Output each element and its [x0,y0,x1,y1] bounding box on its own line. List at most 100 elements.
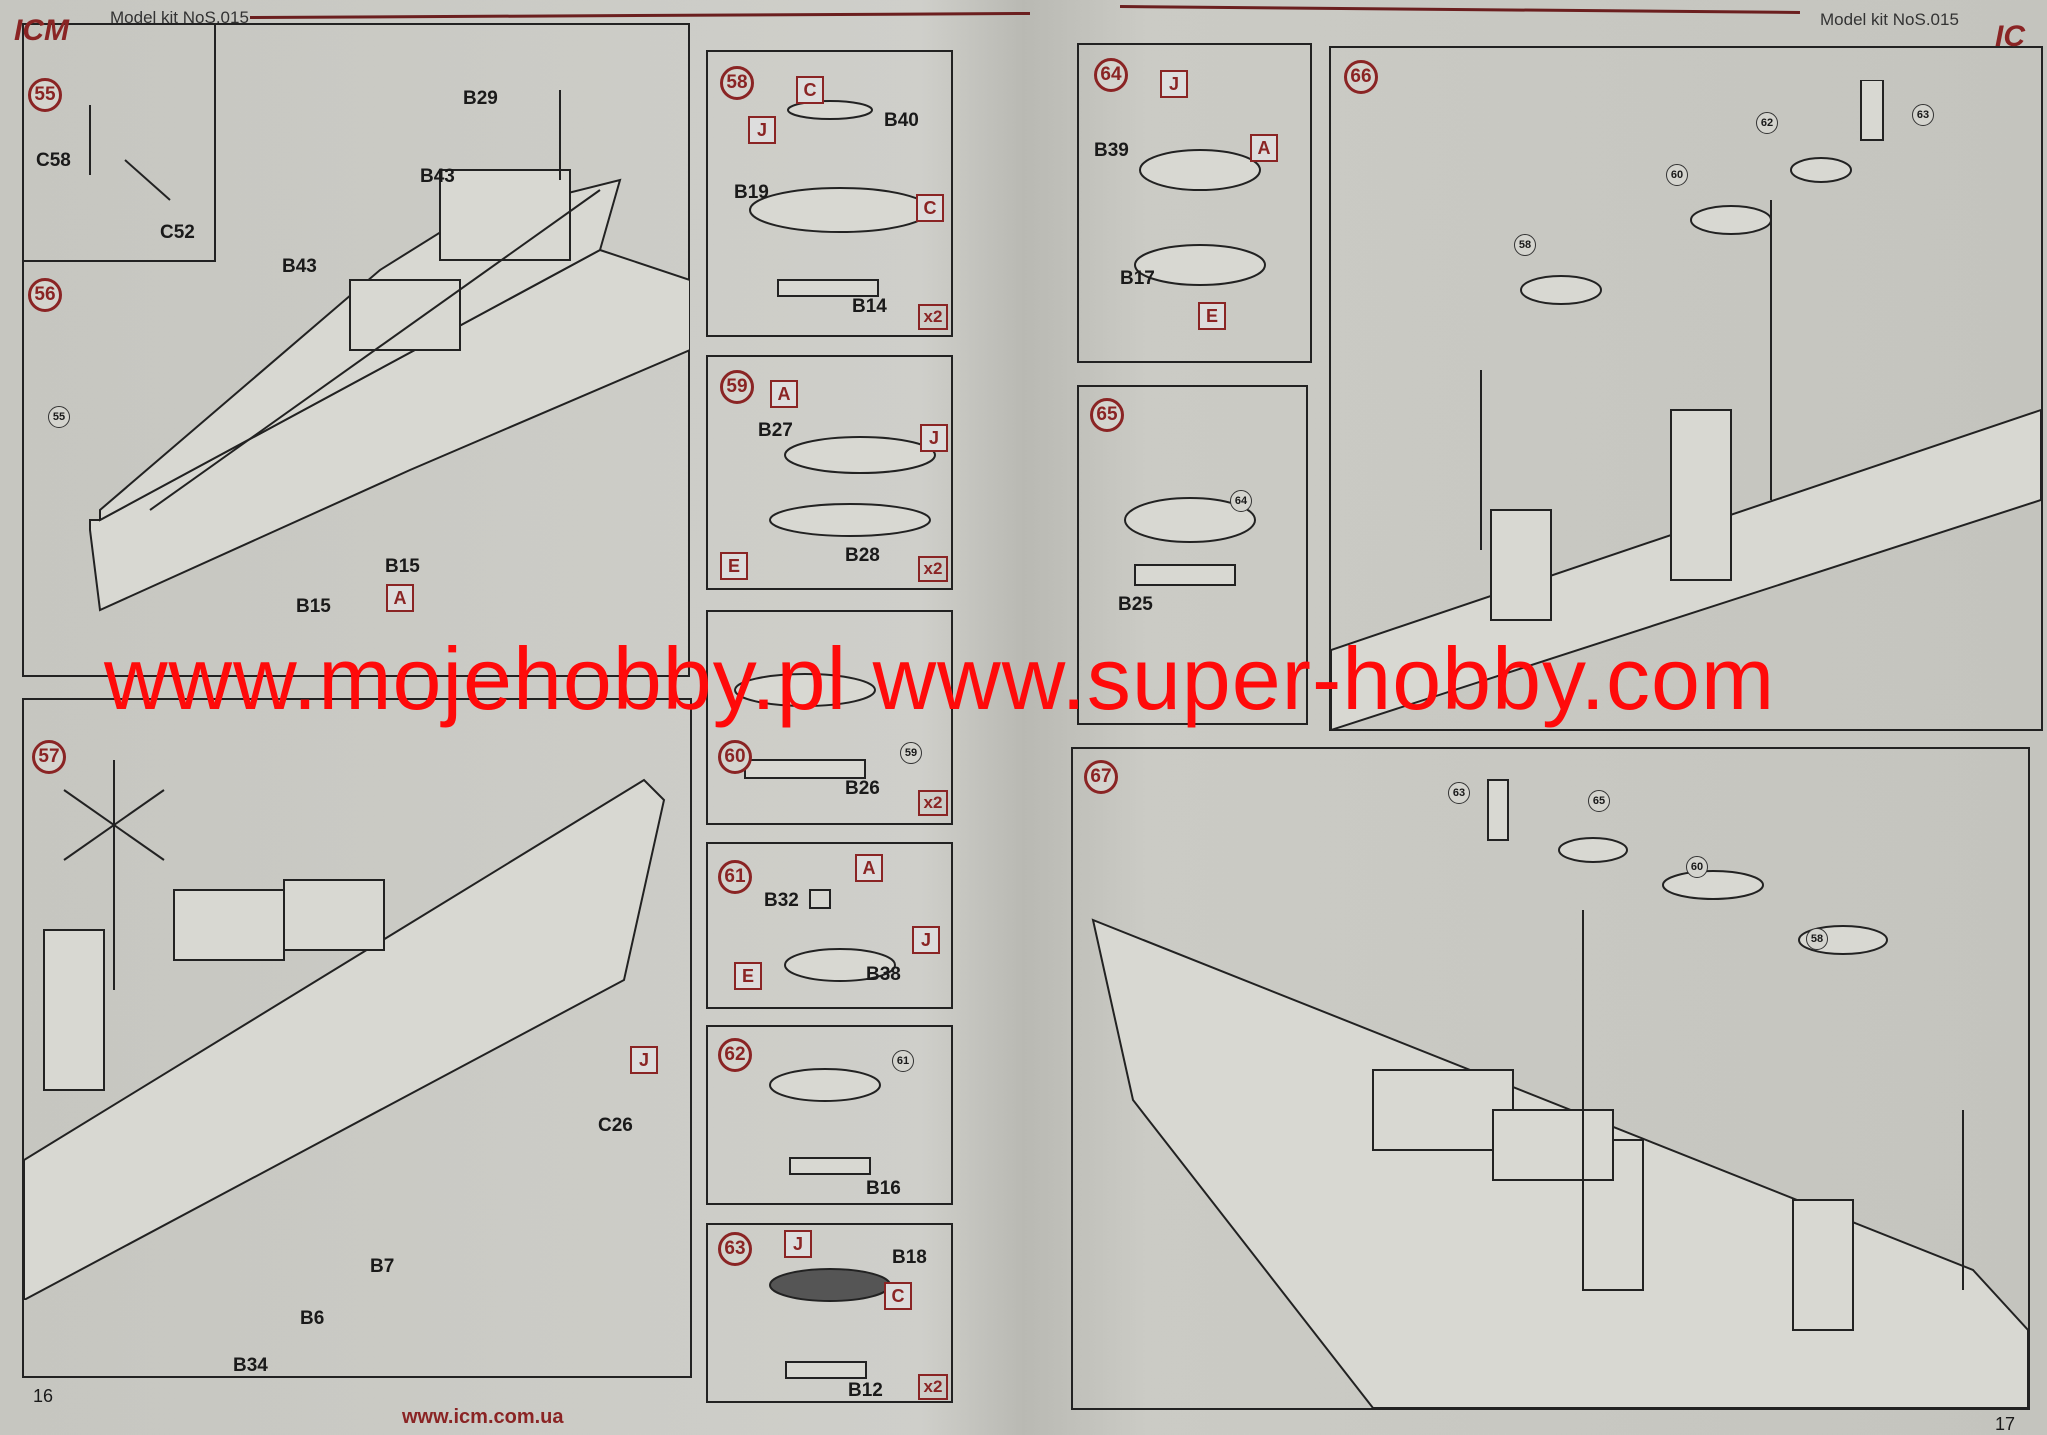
icm-logo-right: IC [1995,20,2025,53]
part-letter: E [1198,302,1226,330]
part-label: B19 [734,182,769,203]
step-ref-59: 59 [900,742,922,764]
part-label: B29 [463,88,498,109]
watermark-text: www.mojehobby.pl www.super-hobby.com [104,629,1776,728]
part-label: B32 [764,890,799,911]
step-number-59: 59 [720,370,754,404]
part-letter-J: J [630,1046,658,1074]
part-letter: J [920,424,948,452]
part-label: B28 [845,545,880,566]
part-label: B43 [282,256,317,277]
part-label: B40 [884,110,919,131]
step-number-61: 61 [718,860,752,894]
part-letter: E [720,552,748,580]
step-ref-55: 55 [48,406,70,428]
part-letter: E [734,962,762,990]
step-66-box [1329,46,2043,731]
part-label: B6 [300,1308,325,1329]
ship-forward-drawing [24,760,666,1300]
part-label: B17 [1120,268,1155,289]
quantity-badge: x2 [918,556,948,582]
part-letter: A [1250,134,1278,162]
launch-drawing [769,436,936,537]
part-letter: J [912,926,940,954]
step-57-box [22,698,692,1378]
part-letter: J [748,116,776,144]
part-label: C52 [160,222,195,243]
step-number-55: 55 [28,78,62,112]
header-rule-right [1119,5,1801,14]
step-number-67: 67 [1084,760,1118,794]
step-ref: 63 [1448,782,1470,804]
part-label: B25 [1118,594,1153,615]
step-63-box [706,1223,953,1403]
step-number-58: 58 [720,66,754,100]
part-letter-A: A [386,584,414,612]
step-ref: 60 [1686,856,1708,878]
mast-part-drawing [89,105,171,201]
part-label: B18 [892,1247,927,1268]
step-ref: 58 [1806,928,1828,950]
header-title-right: Model kit NoS.015 [1820,10,1959,29]
step-59-box [706,355,953,590]
step-64-box [1077,43,1312,363]
step-ref-61: 61 [892,1050,914,1072]
step-number-66: 66 [1344,60,1378,94]
part-label: C26 [598,1115,633,1136]
header-title-left: Model kit NoS.015 [110,8,249,27]
page-number-right: 17 [1995,1414,2016,1434]
part-label: B27 [758,420,793,441]
part-label: B34 [233,1355,268,1376]
part-letter: C [796,76,824,104]
step-67-box [1071,747,2030,1410]
part-label: B26 [845,778,880,799]
launch-drawing [1124,497,1256,586]
launch-drawing [734,673,876,779]
step-number-57: 57 [32,740,66,774]
part-letter: A [770,380,798,408]
launch-drawing [1134,149,1266,286]
part-label: B38 [866,964,901,985]
part-letter: J [1160,70,1188,98]
part-label: B16 [866,1178,901,1199]
step-ref: 65 [1588,790,1610,812]
step-60-box [706,610,953,825]
quantity-badge: x2 [918,1374,948,1400]
icm-logo-left: ICM [14,14,69,47]
step-62-box [706,1025,953,1205]
step-number-64: 64 [1094,58,1128,92]
ship-bow-drawing [89,90,690,612]
part-label: B12 [848,1380,883,1401]
part-label: B15 [385,556,420,577]
header-rule-left [249,11,1031,20]
step-55-box [22,23,216,262]
step-number-65: 65 [1090,398,1124,432]
part-letter: C [916,194,944,222]
page-number-left: 16 [33,1386,54,1406]
part-letter: A [855,854,883,882]
boat-drawing [769,1268,891,1379]
part-label: B14 [852,296,887,317]
quantity-badge: x2 [918,304,948,330]
step-ref: 58 [1514,234,1536,256]
step-ref-64: 64 [1230,490,1252,512]
part-letter: J [784,1230,812,1258]
part-label: C58 [36,150,71,171]
boat-drawing [769,1068,881,1175]
step-61-box [706,842,953,1009]
quantity-badge: x2 [918,790,948,816]
part-label: B15 [296,596,331,617]
boat-drawing [784,889,896,982]
step-number-56: 56 [28,278,62,312]
part-label: B39 [1094,140,1129,161]
step-number-60: 60 [718,740,752,774]
step-number-62: 62 [718,1038,752,1072]
part-label: B43 [420,166,455,187]
boat-drawing [749,100,931,297]
part-letter: C [884,1282,912,1310]
step-ref: 60 [1666,164,1688,186]
step-number-63: 63 [718,1232,752,1266]
ship-full-drawing [1091,779,2028,1408]
footer-url[interactable]: www.icm.com.ua [402,1406,564,1428]
step-58-box [706,50,953,337]
